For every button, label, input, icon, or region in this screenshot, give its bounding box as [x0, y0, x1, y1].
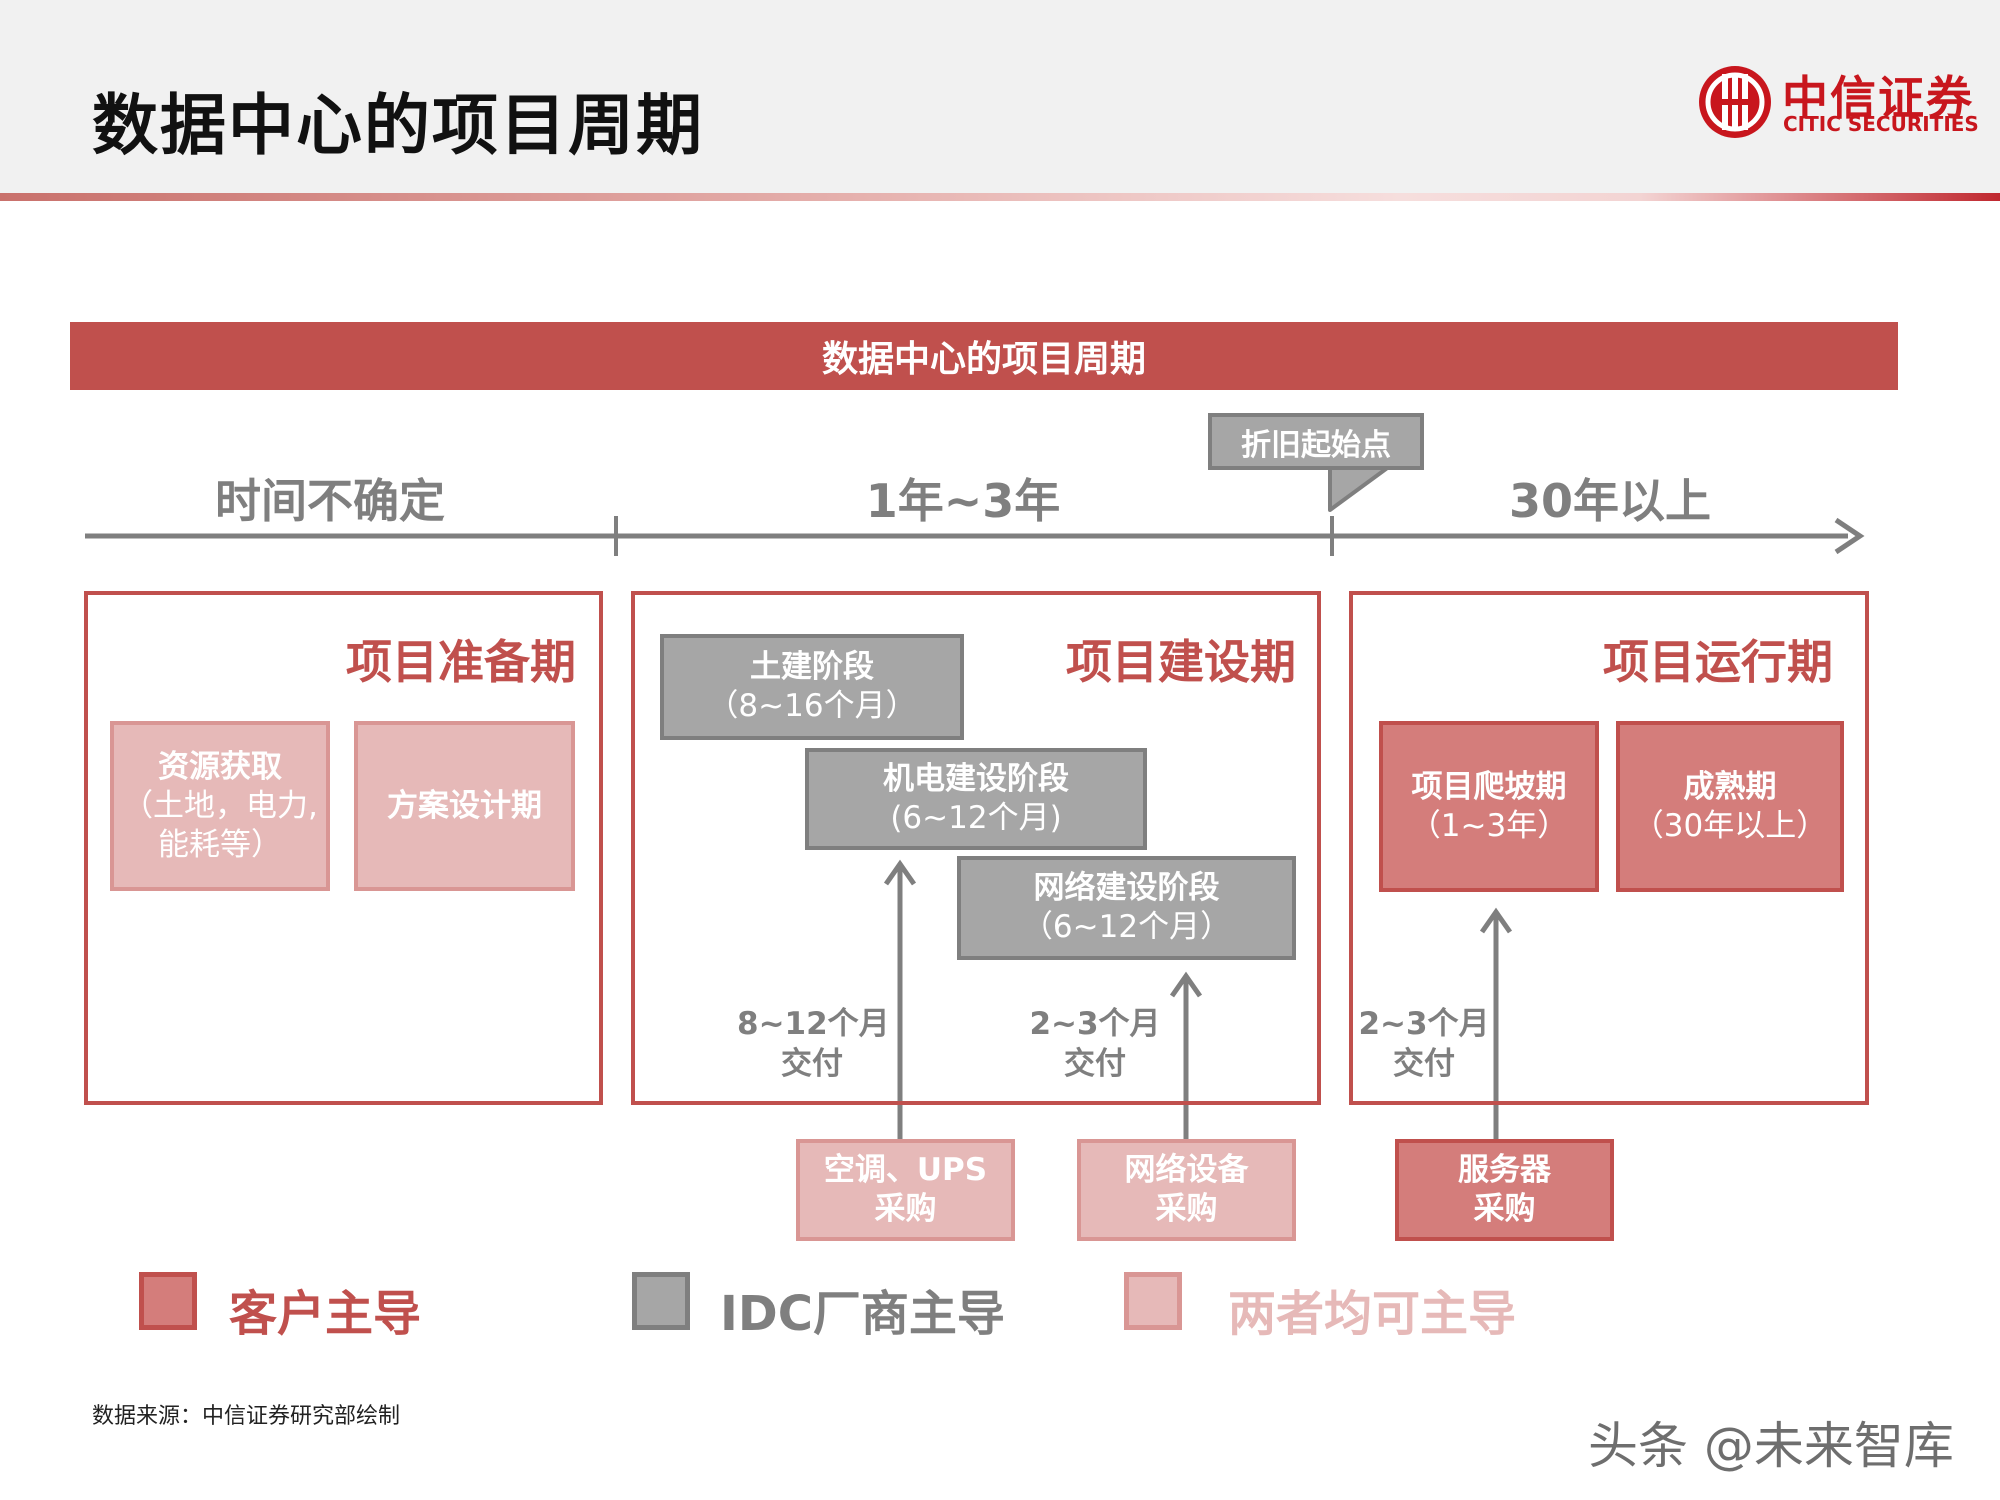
- delivery-label-network: 2~3个月 交付: [1029, 1006, 1161, 1082]
- box-ramp-up: 项目爬坡期 （1~3年）: [1379, 721, 1599, 892]
- stage-civil-works: 土建阶段 （8~16个月）: [660, 634, 964, 740]
- header-background: [0, 0, 2000, 195]
- watermark: 头条 @未来智库: [1588, 1417, 1954, 1475]
- stage-network-build: 网络建设阶段 （6~12个月）: [957, 856, 1296, 960]
- stage-network-build-title: 网络建设阶段: [1033, 870, 1220, 906]
- citic-logo-icon: [1699, 66, 1771, 138]
- phase-construction-title: 项目建设期: [1066, 635, 1296, 689]
- stage-mechanical-electrical-duration: (6~12个月): [890, 800, 1062, 836]
- box-ramp-up-duration: （1~3年）: [1409, 807, 1569, 844]
- stage-mechanical-electrical-title: 机电建设阶段: [883, 761, 1069, 797]
- box-scheme-design-title: 方案设计期: [387, 787, 542, 824]
- procure-server: 服务器 采购: [1395, 1139, 1614, 1241]
- timeline-label-build: 1年~3年: [865, 474, 1061, 528]
- data-source-note: 数据来源：中信证券研究部绘制: [92, 1404, 401, 1429]
- diagram-banner: 数据中心的项目周期: [70, 322, 1898, 390]
- callout-pointer: [1328, 464, 1392, 512]
- depreciation-callout: 折旧起始点: [1208, 413, 1424, 470]
- procure-network-equipment: 网络设备 采购: [1077, 1139, 1296, 1241]
- page-title: 数据中心的项目周期: [92, 87, 704, 164]
- logo-name-cn: 中信证券: [1782, 71, 1974, 125]
- logo-name-en: CITIC SECURITIES: [1783, 112, 1979, 136]
- box-resource-acquisition-title: 资源获取: [158, 748, 282, 785]
- box-ramp-up-title: 项目爬坡期: [1411, 768, 1567, 805]
- box-resource-acquisition: 资源获取 （土地，电力,能耗等）: [110, 721, 330, 891]
- stage-civil-works-duration: （8~16个月）: [707, 688, 917, 724]
- legend-swatch-idc: [632, 1272, 690, 1330]
- procure-ac-ups: 空调、UPS 采购: [796, 1139, 1015, 1241]
- legend-label-customer: 客户主导: [229, 1286, 422, 1342]
- box-maturity-title: 成熟期: [1683, 768, 1777, 805]
- phase-preparation-title: 项目准备期: [346, 635, 576, 689]
- stage-network-build-duration: （6~12个月）: [1021, 909, 1232, 945]
- box-resource-acquisition-sub: （土地，电力,能耗等）: [122, 787, 318, 863]
- timeline-arrowhead: [1834, 517, 1865, 555]
- header-divider: [0, 193, 2000, 201]
- legend-label-either: 两者均可主导: [1228, 1286, 1517, 1342]
- box-maturity: 成熟期 （30年以上）: [1616, 721, 1844, 892]
- legend-label-idc: IDC厂商主导: [720, 1286, 1005, 1342]
- delivery-label-ups: 8~12个月 交付: [737, 1006, 890, 1082]
- legend-swatch-either: [1124, 1272, 1182, 1330]
- timeline-label-uncertain: 时间不确定: [215, 474, 445, 528]
- stage-civil-works-title: 土建阶段: [750, 649, 874, 685]
- stage-mechanical-electrical: 机电建设阶段 (6~12个月): [805, 748, 1147, 850]
- phase-operation-title: 项目运行期: [1603, 635, 1833, 689]
- phase-preparation: [84, 591, 603, 1105]
- delivery-label-server: 2~3个月 交付: [1358, 1006, 1490, 1082]
- phase-operation: [1349, 591, 1869, 1105]
- box-scheme-design: 方案设计期: [354, 721, 575, 891]
- box-maturity-duration: （30年以上）: [1632, 807, 1828, 844]
- phase-construction: [631, 591, 1321, 1105]
- legend-swatch-customer: [139, 1272, 197, 1330]
- timeline-label-run: 30年以上: [1508, 474, 1712, 528]
